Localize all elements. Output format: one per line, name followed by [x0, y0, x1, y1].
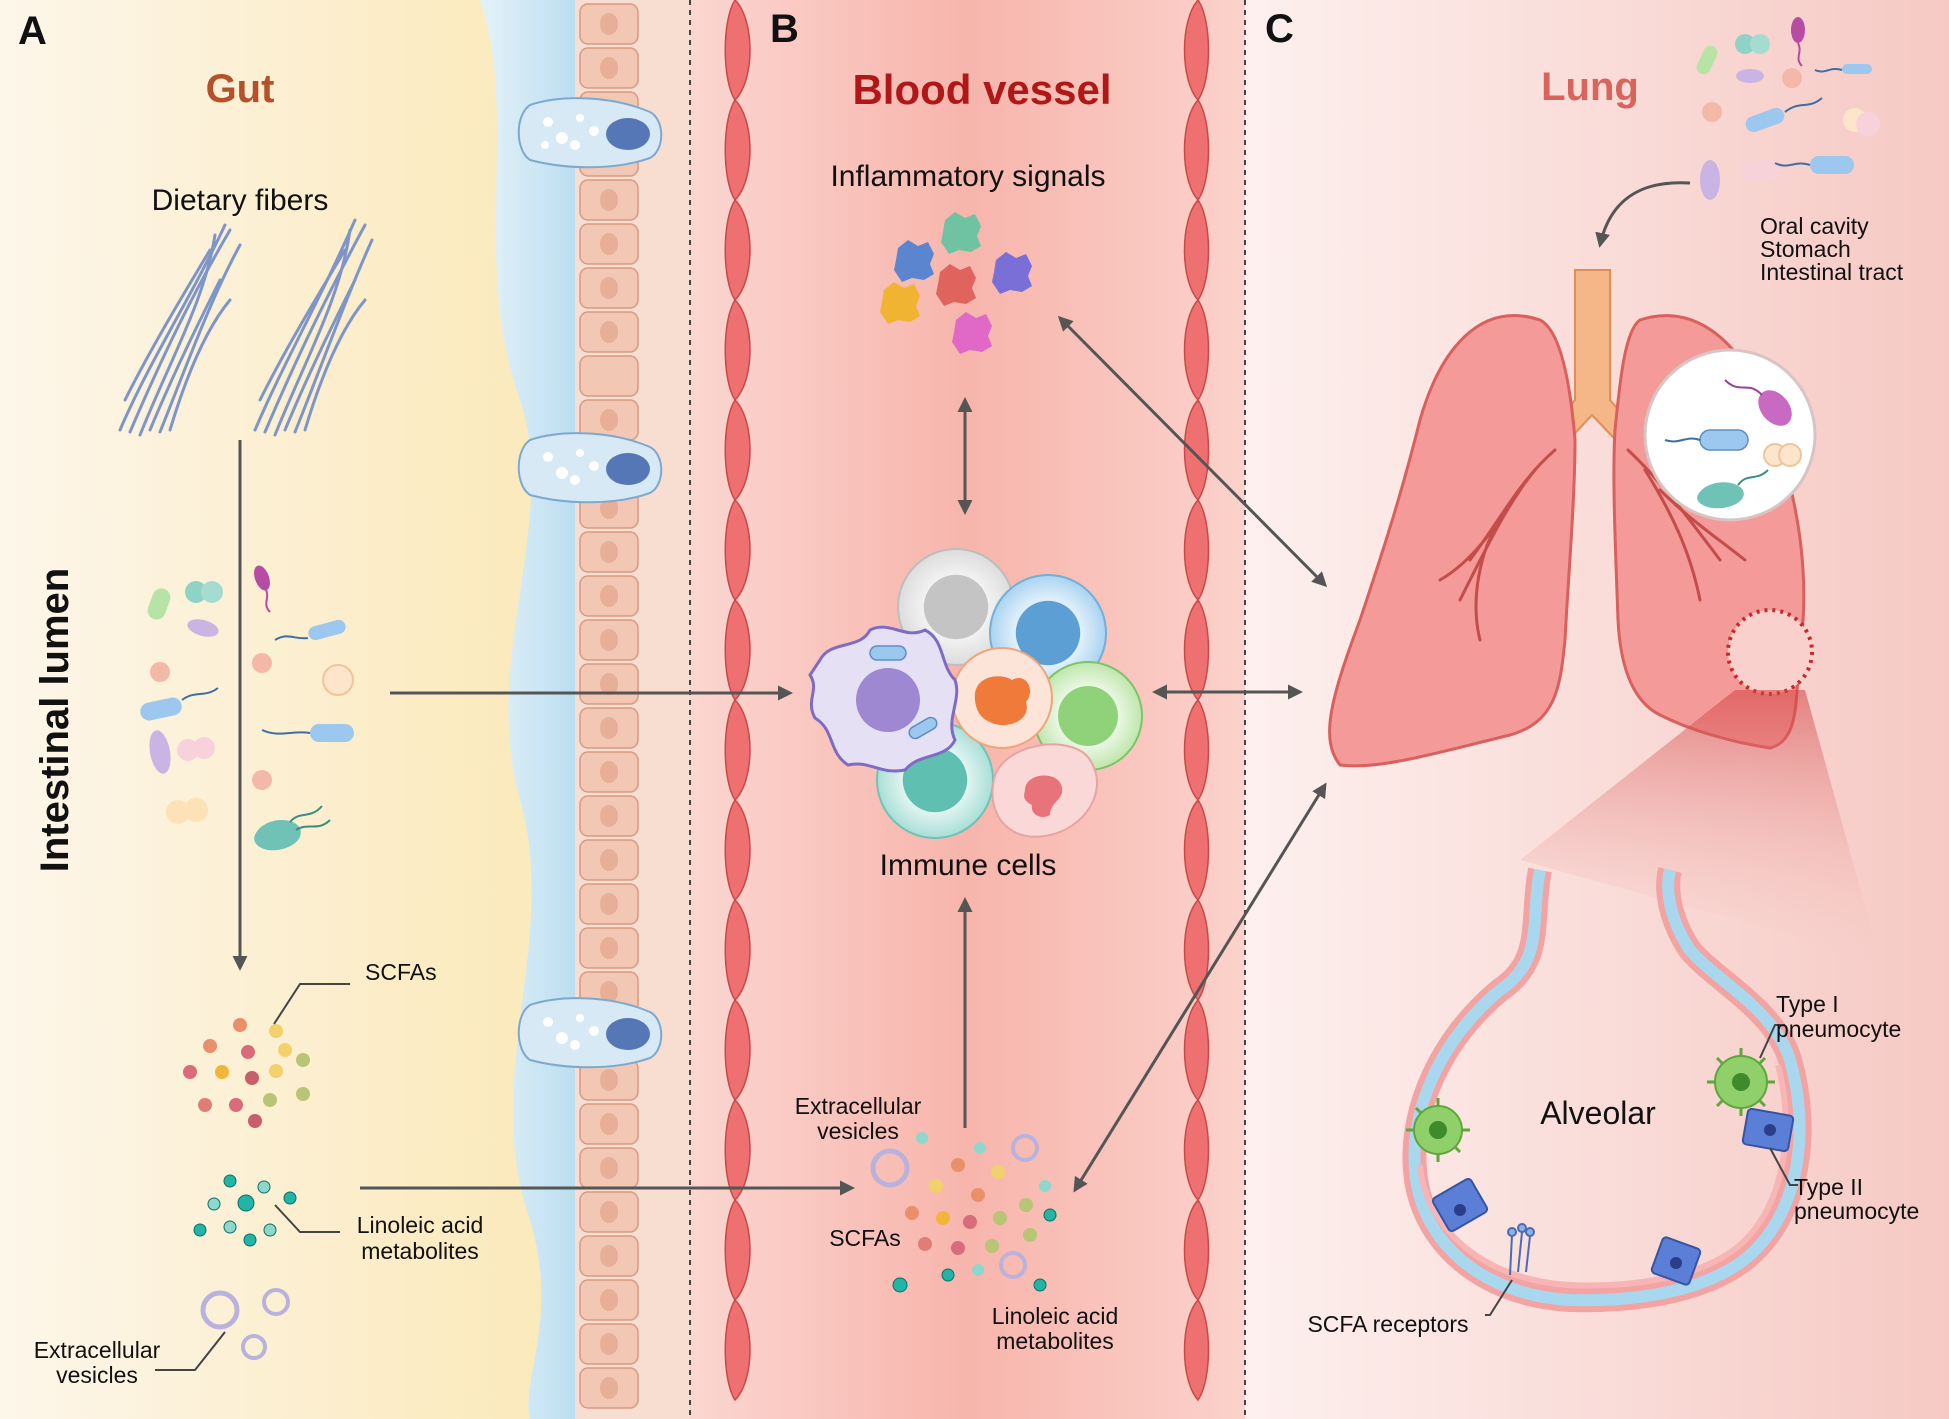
dietary-fibers-label: Dietary fibers — [152, 184, 329, 217]
lung-microbiota-inset — [1643, 348, 1817, 522]
alveolar-label: Alveolar — [1540, 1095, 1656, 1131]
dietary-fiber-icon — [118, 223, 242, 437]
scfa-leader-line — [273, 983, 350, 1025]
lung-title: Lung — [1541, 65, 1639, 109]
extracellular-vesicles — [200, 1288, 290, 1360]
blood-scfa-label: SCFAs — [829, 1225, 901, 1251]
linoleic-acid-metabolites — [193, 1174, 297, 1247]
type2-pneumocyte — [1741, 1107, 1795, 1153]
type1-pneumocyte — [1707, 1048, 1775, 1116]
type1-label-1: Type I — [1776, 991, 1839, 1017]
panel-letter-a: A — [18, 9, 47, 53]
immune-cells-label: Immune cells — [880, 849, 1057, 882]
panel-letter-c: C — [1265, 7, 1294, 51]
vessel-wall-left — [724, 0, 751, 1402]
source-label-intestinal: Intestinal tract — [1760, 259, 1904, 285]
arrow-metabolites-lung — [1073, 782, 1327, 1193]
blood-linoleic-label-1: Linoleic acid — [992, 1303, 1119, 1329]
blood-metabolites — [870, 1132, 1057, 1293]
gut-linoleic-label-2: metabolites — [361, 1238, 479, 1264]
gut-microbiota — [140, 565, 354, 851]
goblet-cell — [517, 432, 663, 504]
alveolus-illustration — [1402, 867, 1812, 1313]
inflammatory-signals-label: Inflammatory signals — [830, 160, 1105, 193]
blood-vessel-title: Blood vessel — [852, 66, 1111, 113]
scfa-receptors-label: SCFA receptors — [1307, 1311, 1468, 1337]
linoleic-leader-line — [274, 1204, 340, 1233]
scfa-receptor-icon — [1507, 1223, 1535, 1276]
type2-pneumocyte — [1650, 1236, 1702, 1286]
source-microbiota — [1696, 17, 1880, 200]
type2-pneumocyte — [1431, 1178, 1489, 1232]
gut-scfa-label: SCFAs — [365, 959, 437, 985]
goblet-cell — [517, 97, 663, 169]
arrow-signals-lung — [1057, 315, 1328, 588]
ev-leader-line — [155, 1331, 226, 1371]
inflammatory-signals-cluster — [880, 212, 1032, 354]
type2-leader-line — [1769, 1147, 1798, 1186]
receptor-leader-line — [1485, 1279, 1513, 1316]
blood-ev-label-2: vesicles — [817, 1118, 899, 1144]
blood-linoleic-label-2: metabolites — [996, 1328, 1114, 1354]
gut-ev-label-1: Extracellular — [34, 1337, 161, 1363]
goblet-cell — [517, 997, 663, 1069]
macrophage-cell — [808, 625, 959, 773]
type2-label-1: Type II — [1794, 1174, 1863, 1200]
type1-label-2: pneumocyte — [1776, 1016, 1901, 1042]
source-label-oral: Oral cavity — [1760, 213, 1869, 239]
gut-background — [0, 0, 560, 1419]
immune-cells-cluster — [808, 548, 1143, 839]
arrow-sources-to-lung — [1595, 181, 1691, 248]
type2-label-2: pneumocyte — [1794, 1198, 1919, 1224]
zoom-beam — [1520, 690, 1880, 960]
intestinal-lumen-label: Intestinal lumen — [33, 568, 77, 873]
type1-pneumocyte — [1406, 1098, 1470, 1162]
blood-ev-label-1: Extracellular — [795, 1093, 922, 1119]
immune-cell — [951, 647, 1053, 749]
dietary-fiber-icon — [253, 218, 374, 437]
panel-letter-b: B — [770, 7, 799, 51]
scfa-molecules — [183, 1018, 310, 1128]
alveolus-highlight — [1726, 608, 1814, 696]
source-label-stomach: Stomach — [1760, 236, 1851, 262]
gut-ev-label-2: vesicles — [56, 1362, 138, 1388]
gut-linoleic-label-1: Linoleic acid — [357, 1212, 484, 1238]
gut-title: Gut — [206, 67, 275, 111]
type1-leader-line — [1759, 1024, 1785, 1059]
